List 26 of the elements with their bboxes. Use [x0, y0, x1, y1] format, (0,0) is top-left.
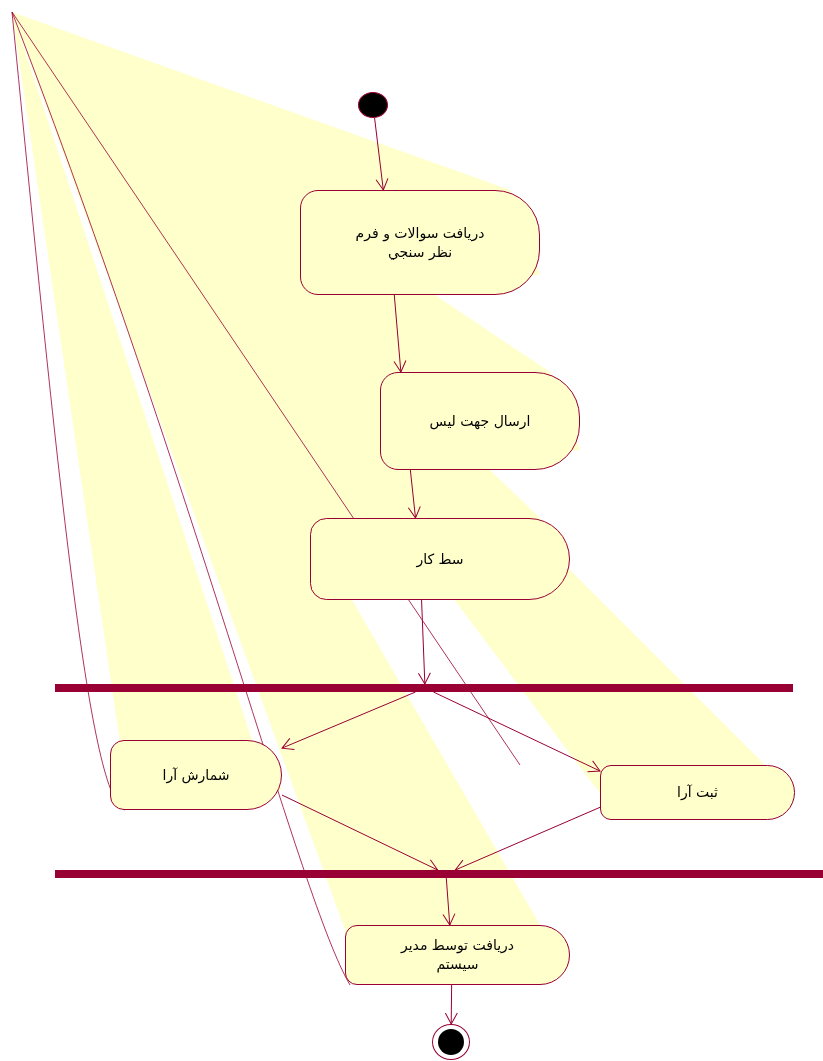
arrow	[417, 599, 431, 685]
sync-bar	[55, 684, 793, 692]
activity-label: سط کار	[415, 549, 465, 569]
arrow	[374, 117, 389, 191]
activity-label: ارسال جهت ليس	[428, 411, 532, 431]
arrow	[407, 469, 421, 519]
activity-label: شمارش آرا	[161, 765, 231, 785]
arrow	[442, 877, 456, 926]
arrow	[281, 794, 439, 872]
activity-box	[110, 740, 282, 810]
activity-box	[300, 190, 540, 295]
activity-box	[310, 518, 570, 600]
activity-box	[600, 765, 795, 820]
activity-box	[380, 372, 580, 470]
arrow	[454, 806, 601, 872]
arrow	[393, 294, 407, 373]
arrow	[432, 691, 601, 773]
activity-label: دريافت توسط مدير سيستم	[399, 936, 516, 974]
arrow	[444, 984, 458, 1025]
activity-label: ثبت آرا	[676, 783, 719, 802]
sync-bar	[55, 870, 823, 878]
end-circle	[432, 1024, 470, 1060]
arrow	[281, 691, 416, 750]
activity-box	[345, 925, 570, 985]
activity-label: دريافت سوالات و فرم نظر سنجي	[354, 223, 486, 262]
start-circle	[358, 92, 388, 118]
